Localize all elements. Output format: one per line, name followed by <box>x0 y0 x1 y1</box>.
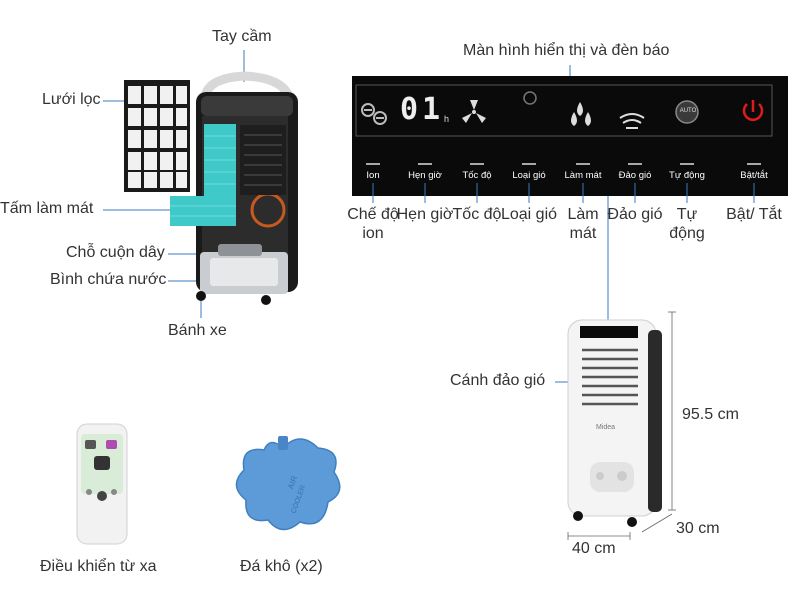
label-handle: Tay cầm <box>212 28 272 45</box>
label-wheels: Bánh xe <box>168 322 227 339</box>
label-water-tank: Bình chứa nước <box>50 271 167 288</box>
desc-power: Bật/ Tắt <box>726 206 782 223</box>
cooling-drops-icon <box>571 102 591 126</box>
label-cord-wrap: Chỗ cuộn dây <box>66 244 165 261</box>
button-label-swing: Đảo gió <box>618 170 652 181</box>
button-label-cooling: Làm mát <box>564 170 602 181</box>
front-panel-display <box>580 326 638 338</box>
wind-type-icon <box>523 91 537 105</box>
display-unit: h <box>444 114 450 124</box>
auto-icon-text: AUTO <box>679 108 697 114</box>
control-panel <box>352 76 788 203</box>
swing-icon <box>619 113 645 129</box>
fan-speed-icon <box>462 100 486 123</box>
label-ice-pack: Đá khô (x2) <box>240 558 323 575</box>
brand-logo: Midea <box>596 424 616 431</box>
label-louver: Cánh đảo gió <box>450 372 546 389</box>
desc-auto: Tự động <box>669 206 705 242</box>
button-label-auto: Tự động <box>669 170 705 181</box>
ice-pack-shape <box>235 438 341 531</box>
label-panel-title: Màn hình hiển thị và đèn báo <box>463 42 670 59</box>
dimension-depth: 30 cm <box>676 520 720 537</box>
ice-pack <box>235 436 341 531</box>
louver-slats <box>582 348 638 406</box>
display-digits: 01 <box>400 92 445 127</box>
dimension-lines <box>567 311 676 540</box>
button-label-ion: Ion <box>366 170 380 181</box>
button-label-timer: Hẹn giờ <box>408 170 442 181</box>
desc-wind-type: Loại gió <box>500 206 558 223</box>
wheel-right <box>261 295 271 305</box>
power-icon <box>742 100 764 121</box>
desc-speed: Tốc độ <box>452 206 502 223</box>
wheel-left <box>196 291 206 301</box>
cooling-pad-outer <box>170 196 236 226</box>
label-remote: Điều khiển từ xa <box>40 558 157 575</box>
display-frame <box>355 84 773 137</box>
desc-timer: Hẹn giờ <box>396 206 454 223</box>
desc-cooling: Làm mát <box>567 206 599 242</box>
remote-control <box>76 423 128 545</box>
auto-icon <box>675 100 699 124</box>
handle-shape <box>200 71 295 102</box>
dimension-height: 95.5 cm <box>682 406 739 423</box>
desc-ion: Chế độ ion <box>347 206 399 242</box>
cooler-exploded <box>124 71 298 305</box>
dimension-width: 40 cm <box>572 540 616 557</box>
label-cooling-pad: Tấm làm mát <box>0 200 94 217</box>
button-label-wind-type: Loại gió <box>512 170 546 181</box>
filter-mesh-cells <box>128 86 187 188</box>
button-label-speed: Tốc độ <box>462 170 492 181</box>
button-label-power: Bật/tắt <box>740 170 768 181</box>
desc-swing: Đảo gió <box>607 206 663 223</box>
cooler-front-view <box>567 311 676 540</box>
label-filter-mesh: Lưới lọc <box>42 91 101 108</box>
ion-icon <box>361 103 375 117</box>
